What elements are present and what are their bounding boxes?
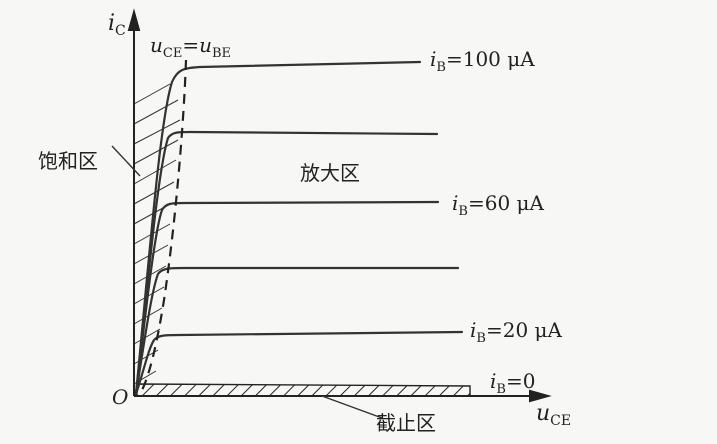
x-axis-label: uCE bbox=[536, 401, 571, 429]
cutoff-region-band bbox=[136, 383, 471, 397]
curve-ib-80 bbox=[134, 130, 439, 396]
saturation-boundary-dashed-line bbox=[139, 59, 188, 395]
active-region-label: 放大区 bbox=[300, 161, 360, 185]
y-axis-label: iC bbox=[108, 11, 126, 39]
saturation-leader-line bbox=[111, 145, 141, 177]
x-axis-arrow bbox=[529, 389, 552, 403]
saturation-region-label: 饱和区 bbox=[38, 149, 98, 173]
characteristic-curves bbox=[134, 60, 464, 396]
curve-ib-20 bbox=[134, 330, 464, 396]
curve-label-ib-0: iB=0 bbox=[490, 369, 535, 397]
boundary-label: uCE=uBE bbox=[150, 33, 231, 61]
cutoff-region-label: 截止区 bbox=[376, 411, 436, 435]
curve-label-ib-60: iB=60 μA bbox=[452, 191, 545, 219]
origin-label: O bbox=[112, 385, 128, 409]
curve-ib-40 bbox=[134, 266, 460, 396]
curve-ib-100 bbox=[134, 60, 422, 396]
y-axis-arrow bbox=[127, 8, 141, 31]
cutoff-leader-line bbox=[321, 395, 383, 419]
curve-label-ib-20: iB=20 μA bbox=[470, 318, 563, 346]
curve-label-ib-100: iB=100 μA bbox=[430, 47, 535, 75]
curve-ib-60 bbox=[134, 200, 440, 396]
axes bbox=[127, 8, 552, 403]
